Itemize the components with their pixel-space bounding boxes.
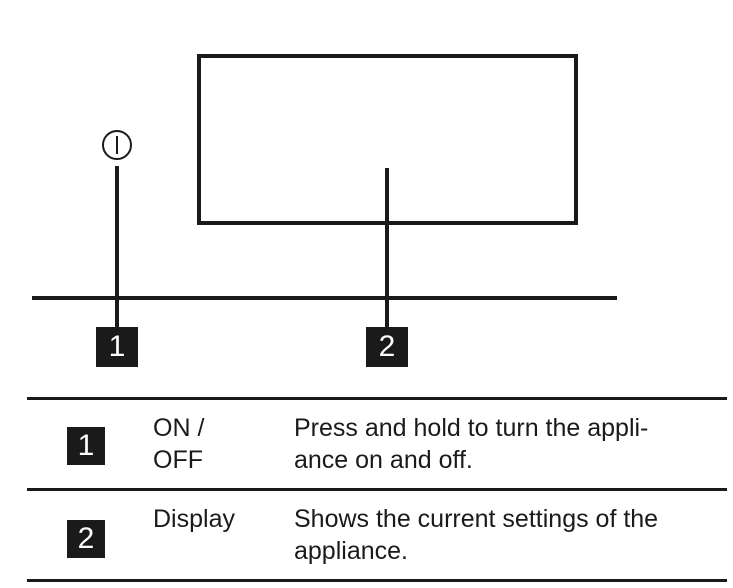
legend-item-name: Display <box>153 503 263 535</box>
legend-item-description-line: Shows the current settings of the <box>294 505 659 533</box>
legend-item-name-line: OFF <box>153 446 203 474</box>
callout-badge-2: 2 <box>366 327 408 367</box>
power-icon <box>102 130 132 160</box>
legend-item-description: Shows the current settings of the applia… <box>294 503 724 567</box>
appliance-control-panel-diagram <box>32 54 617 327</box>
legend-item-name-line: ON / <box>153 414 205 442</box>
legend-item-description-line: appliance. <box>294 537 408 565</box>
legend-item-description: Press and hold to turn the appli- ance o… <box>294 412 724 476</box>
legend-item-name-line: Display <box>153 505 235 533</box>
legend-badge: 2 <box>67 520 105 558</box>
callout-badge-1: 1 <box>96 327 138 367</box>
legend-table: 1 ON / OFF Press and hold to turn the ap… <box>27 397 727 582</box>
legend-rule-bottom <box>27 579 727 582</box>
legend-rule-middle <box>27 488 727 491</box>
legend-item-description-line: ance on and off. <box>294 446 473 474</box>
legend-row: 2 Display Shows the current settings of … <box>27 491 727 579</box>
legend-rule-top <box>27 397 727 400</box>
legend-item-name: ON / OFF <box>153 412 263 476</box>
legend-badge: 1 <box>67 427 105 465</box>
legend-item-description-line: Press and hold to turn the appli- <box>294 414 649 442</box>
legend-row: 1 ON / OFF Press and hold to turn the ap… <box>27 400 727 488</box>
